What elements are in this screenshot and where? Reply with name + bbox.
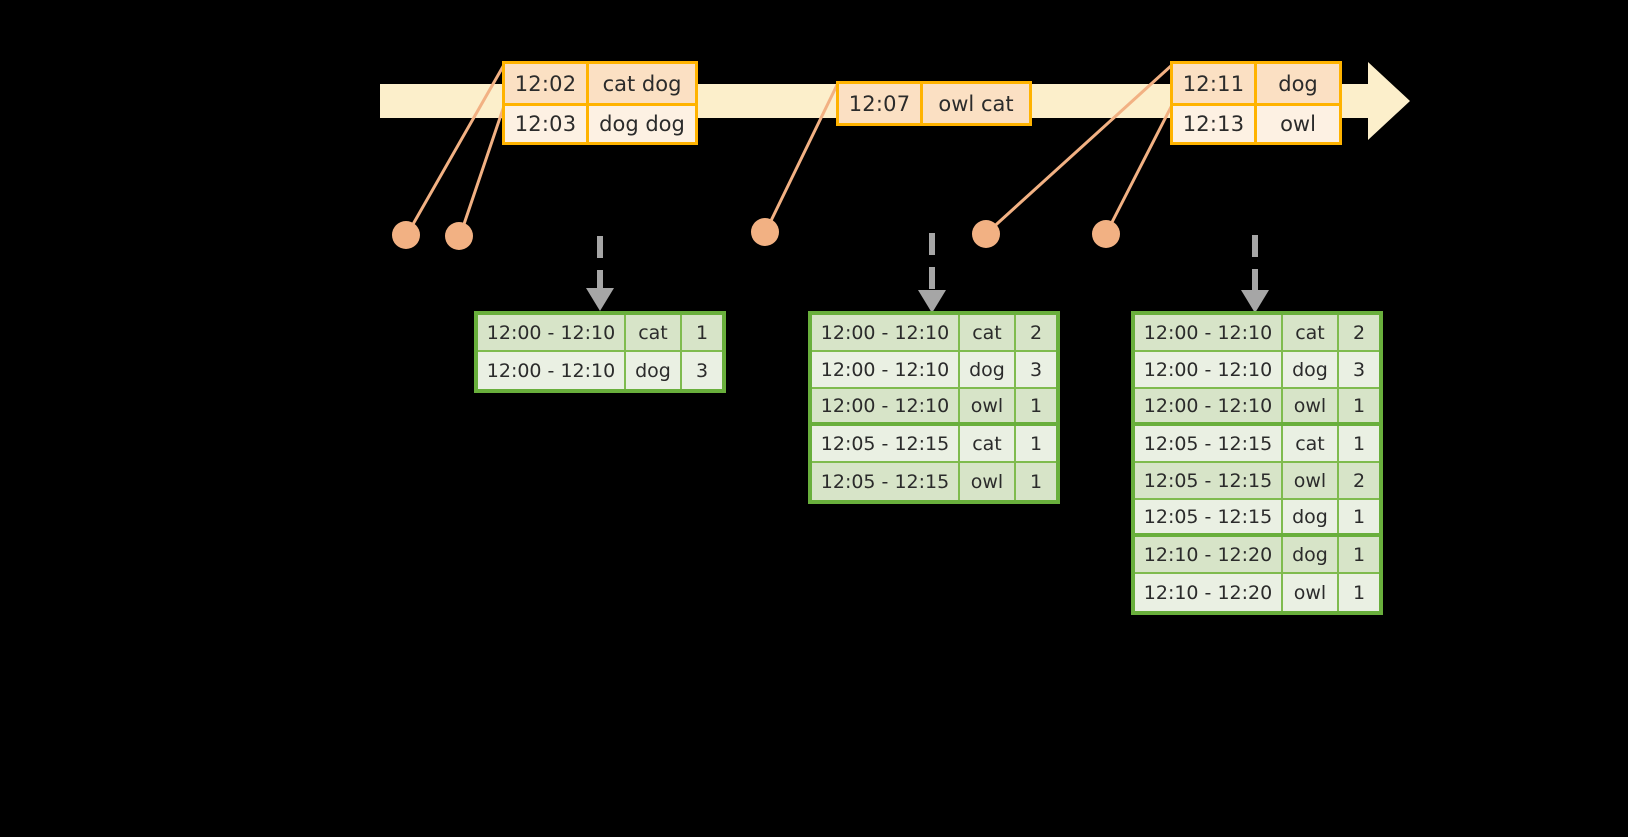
event-dot-1 [392, 221, 420, 249]
count-cell: 1 [1352, 543, 1366, 566]
count-cell: 2 [1352, 321, 1366, 344]
window-cell: 12:00 - 12:10 [478, 315, 626, 350]
window-cell: 12:00 - 12:10 [478, 352, 626, 389]
count-cell: 3 [1352, 358, 1366, 381]
window-cell: 12:00 - 12:10 [1135, 315, 1283, 350]
event-dot-4 [972, 220, 1000, 248]
event-time: 12:03 [505, 106, 589, 142]
word-cell: dog [626, 352, 682, 389]
event-dots [392, 218, 1120, 250]
word-cell: cat [960, 426, 1016, 461]
table-row: 12:10 - 12:20 owl 1 [1135, 574, 1379, 611]
count-cell: 1 [1029, 394, 1043, 417]
word-cell: cat [1283, 315, 1339, 350]
table-row: 12:00 - 12:10 cat 2 [812, 315, 1056, 352]
count-cell: 2 [1352, 469, 1366, 492]
table-row: 12:05 - 12:15 owl 2 [1135, 463, 1379, 500]
event-row: 12:03 dog dog [505, 103, 695, 142]
event-row: 12:13 owl [1173, 103, 1339, 142]
event-dot-3 [751, 218, 779, 246]
table-row: 12:05 - 12:15 owl 1 [812, 463, 1056, 500]
window-cell: 12:00 - 12:10 [812, 352, 960, 387]
word-cell: cat [960, 315, 1016, 350]
count-cell: 1 [1352, 505, 1366, 528]
result-table-1: 12:00 - 12:10 cat 1 12:00 - 12:10 dog 3 [474, 311, 726, 393]
result-table-2: 12:00 - 12:10 cat 2 12:00 - 12:10 dog 3 … [808, 311, 1060, 504]
window-cell: 12:00 - 12:10 [812, 389, 960, 422]
event-time: 12:07 [839, 84, 923, 123]
event-row: 12:07 owl cat [839, 84, 1029, 123]
window-cell: 12:05 - 12:15 [812, 463, 960, 500]
event-time: 12:02 [505, 64, 589, 103]
event-row: 12:11 dog [1173, 64, 1339, 103]
table-row: 12:00 - 12:10 dog 3 [1135, 352, 1379, 389]
event-words: owl [1280, 112, 1316, 136]
event-group-2: 12:07 owl cat [836, 81, 1032, 126]
word-cell: owl [960, 389, 1016, 422]
window-cell: 12:10 - 12:20 [1135, 574, 1283, 611]
table-row: 12:05 - 12:15 cat 1 [1135, 426, 1379, 463]
table-row: 12:00 - 12:10 cat 2 [1135, 315, 1379, 352]
count-cell: 2 [1029, 321, 1043, 344]
table-row: 12:00 - 12:10 dog 3 [478, 352, 722, 389]
word-cell: owl [1283, 574, 1339, 611]
event-dot-5 [1092, 220, 1120, 248]
word-cell: dog [1283, 537, 1339, 572]
word-cell: dog [1283, 500, 1339, 533]
count-cell: 1 [695, 321, 709, 344]
table-row: 12:10 - 12:20 dog 1 [1135, 537, 1379, 574]
word-cell: cat [1283, 426, 1339, 461]
window-cell: 12:05 - 12:15 [1135, 463, 1283, 498]
word-cell: dog [960, 352, 1016, 387]
table-row: 12:05 - 12:15 dog 1 [1135, 500, 1379, 537]
window-cell: 12:05 - 12:15 [812, 426, 960, 461]
event-time: 12:13 [1173, 106, 1257, 142]
event-words: owl cat [938, 91, 1014, 116]
count-cell: 1 [1029, 470, 1043, 493]
dashed-arrows [586, 233, 1269, 313]
count-cell: 1 [1352, 394, 1366, 417]
event-time: 12:11 [1173, 64, 1257, 103]
table-row: 12:00 - 12:10 owl 1 [1135, 389, 1379, 426]
window-cell: 12:10 - 12:20 [1135, 537, 1283, 572]
window-cell: 12:05 - 12:15 [1135, 500, 1283, 533]
count-cell: 1 [1029, 432, 1043, 455]
table-row: 12:00 - 12:10 cat 1 [478, 315, 722, 352]
event-words: dog [1278, 71, 1318, 96]
count-cell: 3 [695, 359, 709, 382]
event-dot-2 [445, 222, 473, 250]
word-cell: owl [960, 463, 1016, 500]
window-cell: 12:05 - 12:15 [1135, 426, 1283, 461]
count-cell: 3 [1029, 358, 1043, 381]
table-row: 12:00 - 12:10 dog 3 [812, 352, 1056, 389]
event-words: dog dog [599, 112, 685, 136]
word-cell: owl [1283, 389, 1339, 422]
window-cell: 12:00 - 12:10 [812, 315, 960, 350]
result-table-3: 12:00 - 12:10 cat 2 12:00 - 12:10 dog 3 … [1131, 311, 1383, 615]
event-words: cat dog [602, 71, 682, 96]
word-cell: owl [1283, 463, 1339, 498]
window-cell: 12:00 - 12:10 [1135, 389, 1283, 422]
event-row: 12:02 cat dog [505, 64, 695, 103]
word-cell: cat [626, 315, 682, 350]
table-row: 12:05 - 12:15 cat 1 [812, 426, 1056, 463]
word-cell: dog [1283, 352, 1339, 387]
table-row: 12:00 - 12:10 owl 1 [812, 389, 1056, 426]
window-cell: 12:00 - 12:10 [1135, 352, 1283, 387]
count-cell: 1 [1352, 432, 1366, 455]
event-group-1: 12:02 cat dog 12:03 dog dog [502, 61, 698, 145]
count-cell: 1 [1352, 581, 1366, 604]
event-group-3: 12:11 dog 12:13 owl [1170, 61, 1342, 145]
